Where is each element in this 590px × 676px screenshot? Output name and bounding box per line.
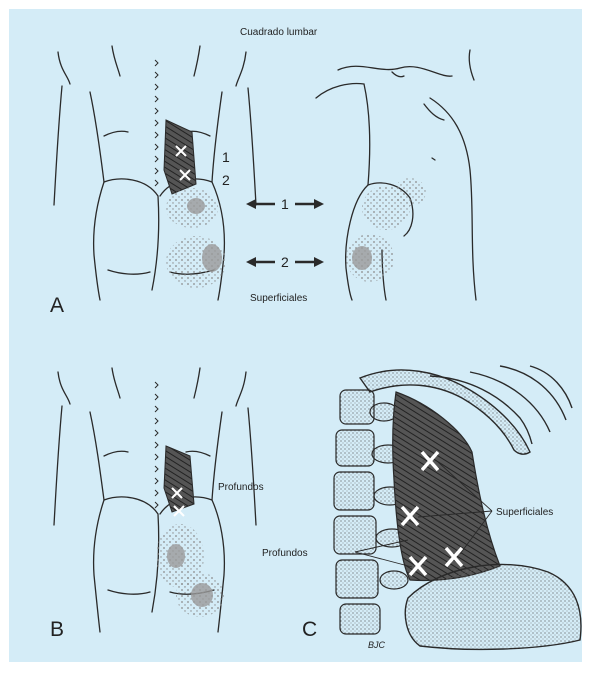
panel-a-label: Superficiales (250, 293, 307, 304)
panel-b-referral-area-sacrum-core (167, 544, 185, 568)
panel-a-arrow-2-label: 2 (281, 254, 289, 270)
panel-a-side-referral-area-buttock-core (352, 246, 372, 270)
panel-b-referral-area-buttock-core (191, 583, 213, 607)
panel-b-label: Profundos (218, 482, 264, 493)
panel-b-quadratus-muscle (164, 446, 194, 512)
panel-a-letter: A (50, 294, 64, 317)
panel-c-label-profundos: Profundos (262, 548, 308, 559)
panel-a-arrow-1-label: 1 (281, 196, 289, 212)
figure-title: Cuadrado lumbar (240, 27, 318, 38)
panel-a-point-2-label: 2 (222, 172, 230, 188)
panel-a-point-1-label: 1 (222, 149, 230, 165)
panel-a-referral-area-hip-core (187, 198, 205, 214)
panel-a-quadratus-muscle (164, 120, 196, 194)
panel-a-referral-area-buttock-core (202, 244, 222, 272)
panel-a-side-referral-area-flank (394, 178, 426, 206)
panel-c-letter: C (302, 618, 317, 641)
panel-c-signature: BJC (368, 640, 386, 650)
panel-c-label-superficiales: Superficiales (496, 507, 553, 518)
panel-b-letter: B (50, 618, 64, 641)
